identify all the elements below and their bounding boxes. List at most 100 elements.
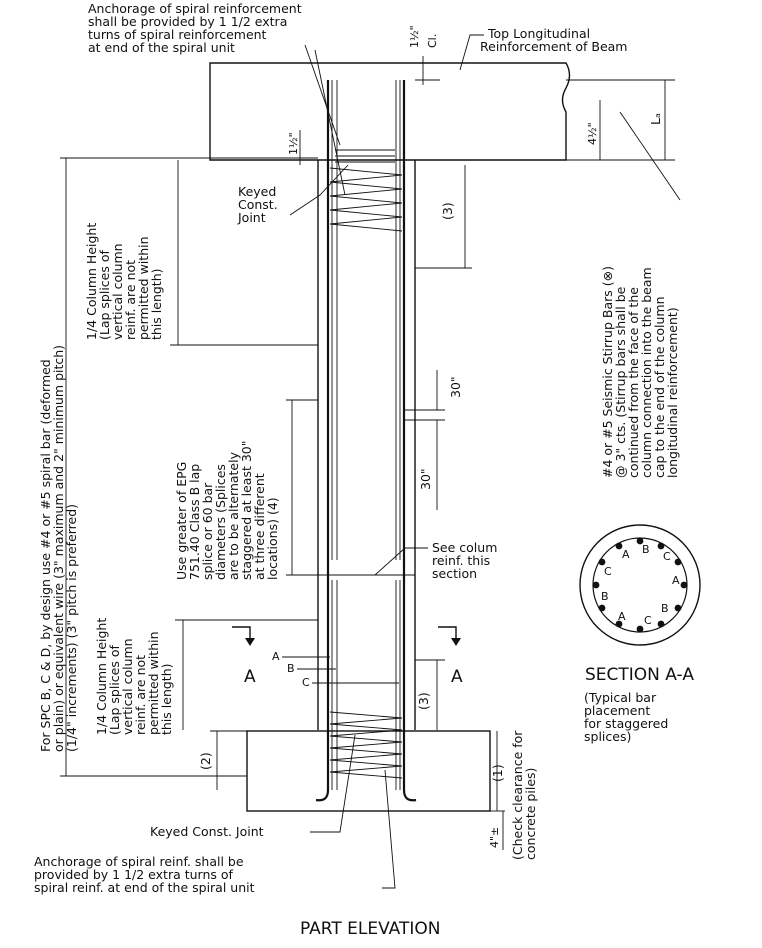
svg-text:B: B	[287, 662, 295, 675]
svg-text:C: C	[604, 565, 612, 578]
svg-text:(1): (1)	[490, 764, 505, 782]
svg-text:Keyed Const. Joint: Keyed Const. Joint	[150, 824, 264, 839]
svg-text:B: B	[642, 543, 650, 556]
svg-text:vertical column: vertical column	[110, 243, 125, 340]
dim-3-bottom: (3)	[415, 659, 445, 730]
svg-text:(Typical bar: (Typical bar	[584, 690, 657, 705]
svg-text:C: C	[644, 614, 652, 627]
svg-text:@ 3" cts. (Stirrup bars shall: @ 3" cts. (Stirrup bars shall be	[613, 286, 628, 478]
svg-text:staggered at least 30": staggered at least 30"	[239, 441, 254, 581]
section-cut-right: A	[438, 626, 463, 687]
svg-text:Reinforcement of Beam: Reinforcement of Beam	[480, 39, 627, 54]
seismic-stirrup-note: #4 or #5 Seismic Stirrup Bars (⊗) @ 3" c…	[600, 111, 681, 479]
part-elevation-title: PART ELEVATION	[300, 919, 440, 939]
anchorage-note-bottom: Anchorage of spiral reinf. shall be prov…	[34, 769, 396, 895]
svg-text:concrete piles): concrete piles)	[523, 768, 538, 860]
svg-text:(1/4" increments) (3" pitch is: (1/4" increments) (3" pitch is preferred…	[64, 504, 79, 752]
svg-text:cap to the end of the column: cap to the end of the column	[652, 297, 667, 479]
check-clearance-note: (Check clearance for concrete piles)	[510, 730, 538, 860]
svg-text:spiral reinf. at end of the sp: spiral reinf. at end of the spiral unit	[34, 880, 255, 895]
svg-text:(3): (3)	[416, 692, 431, 710]
svg-text:reinf. are not: reinf. are not	[133, 655, 148, 735]
svg-text:shall be provided by 1 1/2 ext: shall be provided by 1 1/2 extra	[88, 14, 287, 29]
svg-text:4½": 4½"	[586, 122, 599, 145]
svg-text:are to be alternately: are to be alternately	[226, 451, 241, 580]
svg-text:Anchorage of spiral reinf. sha: Anchorage of spiral reinf. shall be	[34, 854, 244, 869]
bar-callouts: A B C	[272, 650, 399, 689]
svg-text:Const.: Const.	[238, 197, 278, 212]
svg-text:A: A	[622, 548, 630, 561]
svg-text:provided by 1 1/2 extra turns: provided by 1 1/2 extra turns of	[34, 867, 234, 882]
keyed-joint-bottom: Keyed Const. Joint	[150, 734, 356, 839]
svg-text:A: A	[244, 667, 256, 687]
svg-text:A: A	[618, 610, 626, 623]
svg-text:A: A	[451, 667, 463, 687]
svg-text:(Lap splices of: (Lap splices of	[97, 250, 112, 340]
svg-text:turns of spiral reinforcement: turns of spiral reinforcement	[88, 27, 267, 42]
top-clearance-dims: 1½" Cl. 4½" Lₐ 1½"	[287, 25, 675, 165]
svg-text:(Lap splices of: (Lap splices of	[107, 645, 122, 735]
svg-text:for staggered: for staggered	[584, 716, 668, 731]
beam-cap	[209, 62, 571, 161]
svg-text:longitudinal reinforcement): longitudinal reinforcement)	[665, 307, 680, 478]
section-a-a: A B C A B C A B C SECTION A-A (Typical b…	[579, 524, 701, 744]
svg-text:B: B	[661, 602, 669, 615]
svg-text:splice or 60 bar: splice or 60 bar	[200, 482, 215, 580]
section-bars	[592, 537, 688, 633]
svg-text:placement: placement	[584, 703, 650, 718]
svg-text:permitted within: permitted within	[146, 631, 161, 735]
svg-text:at three different: at three different	[252, 473, 267, 580]
see-column-reinf: See colum reinf. this section	[318, 540, 497, 581]
svg-text:section: section	[432, 566, 477, 581]
svg-text:A: A	[672, 574, 680, 587]
svg-text:splices): splices)	[584, 729, 631, 744]
dim-30-a: 30"	[404, 370, 463, 411]
svg-text:1/4 Column Height: 1/4 Column Height	[94, 618, 109, 735]
svg-text:reinf. this: reinf. this	[432, 553, 490, 568]
svg-text:751.40 Class B lap: 751.40 Class B lap	[187, 464, 202, 580]
svg-text:#4 or #5 Seismic Stirrup Bars: #4 or #5 Seismic Stirrup Bars (⊗)	[600, 266, 615, 478]
svg-text:C: C	[302, 676, 310, 689]
svg-text:Top Longitudinal: Top Longitudinal	[487, 26, 590, 41]
svg-text:(2): (2)	[198, 752, 213, 770]
top-longitudinal-note: Top Longitudinal Reinforcement of Beam	[459, 26, 627, 71]
svg-text:column connection into the bea: column connection into the beam	[639, 267, 654, 478]
spc-note: For SPC B, C & D, by design use #4 or #5…	[38, 157, 318, 777]
svg-text:1½": 1½"	[287, 132, 300, 155]
svg-text:Use greater of EPG: Use greater of EPG	[174, 462, 189, 580]
svg-text:See colum: See colum	[432, 540, 497, 555]
upper-quarter-note: 1/4 Column Height (Lap splices of vertic…	[84, 160, 318, 346]
keyed-joint-top: Keyed Const. Joint	[237, 164, 349, 225]
splice-note: Use greater of EPG 751.40 Class B lap sp…	[174, 399, 318, 581]
svg-text:30": 30"	[418, 468, 433, 490]
svg-text:or plain) or equivalent wire (: or plain) or equivalent wire (3" maximum…	[51, 345, 66, 752]
svg-text:30": 30"	[448, 376, 463, 398]
svg-text:this length): this length)	[159, 663, 174, 735]
svg-text:vertical column: vertical column	[120, 638, 135, 735]
svg-text:Lₐ: Lₐ	[648, 113, 663, 125]
svg-text:Keyed: Keyed	[238, 184, 276, 199]
svg-text:at end of the spiral unit: at end of the spiral unit	[88, 40, 235, 55]
dim-3-top: (3)	[415, 165, 472, 269]
dim-1: (1)	[490, 731, 505, 812]
svg-text:1½": 1½"	[408, 25, 421, 48]
svg-text:continued from the face of the: continued from the face of the	[626, 287, 641, 478]
svg-text:4"±: 4"±	[488, 827, 501, 848]
svg-text:Anchorage of spiral reinforcem: Anchorage of spiral reinforcement	[88, 1, 302, 16]
svg-text:SECTION A-A: SECTION A-A	[585, 665, 694, 685]
svg-text:B: B	[601, 590, 609, 603]
anchorage-note-top: Anchorage of spiral reinforcement shall …	[88, 1, 346, 196]
lower-quarter-note: 1/4 Column Height (Lap splices of vertic…	[94, 618, 318, 735]
column	[315, 80, 417, 802]
svg-text:Joint: Joint	[237, 210, 266, 225]
svg-text:this length): this length)	[149, 268, 164, 340]
svg-text:diameters (Splices: diameters (Splices	[213, 464, 228, 580]
svg-text:(3): (3)	[440, 202, 455, 220]
footing	[246, 730, 491, 812]
dim-30-b: 30"	[404, 419, 445, 510]
svg-text:Cl.: Cl.	[426, 34, 439, 48]
dim-4-pm: 4"±	[488, 811, 504, 850]
svg-text:locations) (4): locations) (4)	[265, 497, 280, 580]
svg-text:1/4 Column Height: 1/4 Column Height	[84, 223, 99, 340]
